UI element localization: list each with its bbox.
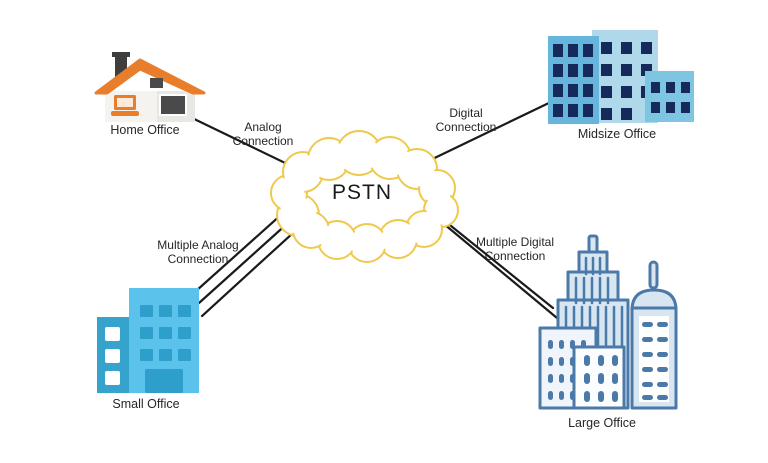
digital-connection-line: [418, 99, 555, 167]
node-small-office: Small Office: [97, 288, 199, 411]
svg-text:Analog: Analog: [244, 120, 281, 134]
laptop-icon: [111, 95, 139, 116]
digital-connection-label: Digital Connection: [436, 106, 497, 134]
cloud-fill: [273, 133, 456, 260]
home-office-label: Home Office: [110, 123, 179, 137]
skyscraper-icon: [538, 234, 678, 410]
svg-text:Multiple Analog: Multiple Analog: [157, 238, 238, 252]
large-office-label: Large Office: [568, 416, 636, 430]
office-buildings-icon: [548, 30, 694, 124]
house-icon: [94, 52, 206, 122]
multiple-digital-connection-label: Multiple Digital Connection: [476, 235, 554, 263]
svg-text:Connection: Connection: [436, 120, 497, 134]
gable-window: [150, 78, 163, 88]
midsize-office-label: Midsize Office: [578, 127, 656, 141]
svg-text:Multiple Digital: Multiple Digital: [476, 235, 554, 249]
pstn-label: PSTN: [332, 181, 392, 204]
node-large-office: Large Office: [538, 234, 678, 430]
door: [145, 369, 183, 393]
front-window: [159, 94, 187, 116]
node-home-office: Home Office: [94, 52, 206, 137]
office-building-icon: [97, 288, 199, 393]
small-office-label: Small Office: [112, 397, 179, 411]
analog-connection-label: Analog Connection: [233, 120, 294, 148]
svg-text:Connection: Connection: [233, 134, 294, 148]
svg-text:Digital: Digital: [449, 106, 482, 120]
multiple-analog-connection-label: Multiple Analog Connection: [157, 238, 238, 266]
node-midsize-office: Midsize Office: [548, 30, 694, 141]
svg-text:Connection: Connection: [168, 252, 229, 266]
pstn-cloud: PSTN: [270, 130, 459, 263]
svg-text:Connection: Connection: [485, 249, 546, 263]
connection-labels: Analog Connection Digital Connection Mul…: [157, 106, 554, 266]
